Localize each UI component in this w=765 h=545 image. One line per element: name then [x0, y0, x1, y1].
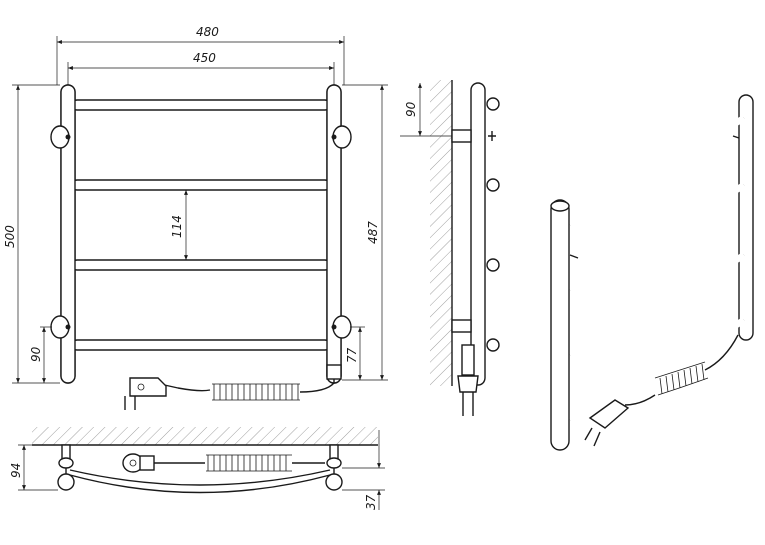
dim-bar-pitch: 114	[170, 190, 188, 260]
dim-mount-right: 77	[345, 326, 365, 380]
wall-hatch-side	[430, 80, 452, 386]
wall-mounts	[50, 125, 352, 339]
dim-90-label: 90	[29, 346, 43, 362]
plug-top	[122, 453, 155, 473]
isometric-view	[550, 94, 754, 451]
dim-width-outer: 480	[56, 25, 345, 85]
iso-coiled-cord	[654, 361, 709, 396]
dim-mount-left: 90	[29, 326, 52, 383]
dim-wall-offset: 90	[400, 83, 452, 137]
coiled-cord	[212, 383, 300, 401]
bar-4	[71, 339, 331, 351]
bar-1	[71, 99, 331, 111]
front-view: 480 450 500 487 114	[3, 25, 388, 410]
dim-37-label: 37	[364, 494, 378, 510]
dim-94-label: 94	[9, 463, 23, 478]
dim-height-rail: 487	[342, 84, 388, 381]
plug-front	[124, 377, 167, 410]
dim-height-total: 500	[3, 84, 60, 384]
bar-2	[71, 179, 331, 191]
dim-depth-curve: 37	[342, 430, 385, 510]
dim-114-label: 114	[170, 215, 184, 238]
bar-3	[71, 259, 331, 271]
dim-depth-total: 94	[9, 444, 58, 491]
dim-500-label: 500	[3, 225, 17, 248]
power-cable	[124, 364, 342, 410]
side-view: 90	[400, 80, 500, 416]
top-view: 94 37	[9, 427, 385, 510]
wall-hatch-top	[32, 427, 378, 445]
dim-487-label: 487	[366, 221, 380, 244]
iso-bars	[568, 115, 746, 423]
dim-450-label: 450	[193, 51, 216, 65]
dim-480-label: 480	[196, 25, 219, 39]
dim-77-label: 77	[345, 347, 359, 363]
towel-bars	[71, 99, 331, 351]
dim-width-inner: 450	[67, 51, 335, 85]
plug-iso	[584, 399, 630, 447]
coiled-cord-top	[206, 454, 292, 472]
dim-side-90-label: 90	[404, 101, 418, 117]
